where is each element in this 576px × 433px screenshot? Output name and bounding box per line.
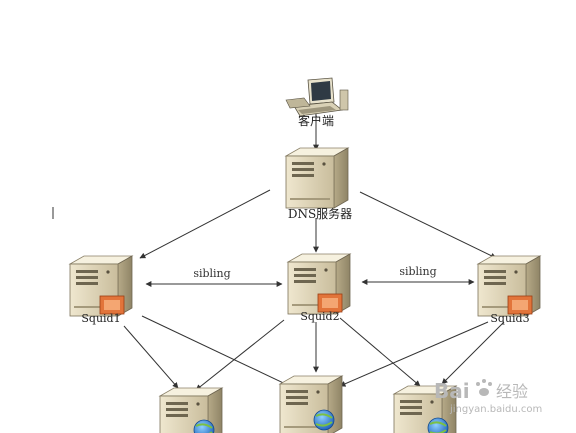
squid3-label: Squid3	[490, 312, 529, 325]
dns-server-label: DNS服务器	[288, 206, 352, 221]
squid1-server-icon	[69, 255, 133, 317]
watermark-url: jingyan.baidu.com	[449, 404, 542, 415]
connection-arrows	[123, 110, 505, 391]
squid2-label: Squid2	[300, 310, 339, 323]
client-computer-icon	[285, 77, 349, 117]
paw-logo-icon	[476, 379, 492, 396]
watermark-brand-cn: 经验	[496, 382, 528, 401]
squid2-server-icon	[287, 253, 351, 315]
watermark-brand: Bai	[434, 379, 470, 403]
web-server-1-icon	[159, 387, 223, 433]
dns-server-icon	[285, 147, 349, 209]
web-server-2-icon	[279, 375, 343, 433]
client-label: 客户端	[298, 113, 334, 128]
baidu-watermark: Bai 经验 jingyan.baidu.com	[434, 379, 542, 415]
sibling-label-left: sibling	[193, 267, 230, 280]
squid3-server-icon	[477, 255, 541, 317]
squid1-label: Squid1	[81, 312, 120, 325]
sibling-label-right: sibling	[399, 265, 436, 278]
